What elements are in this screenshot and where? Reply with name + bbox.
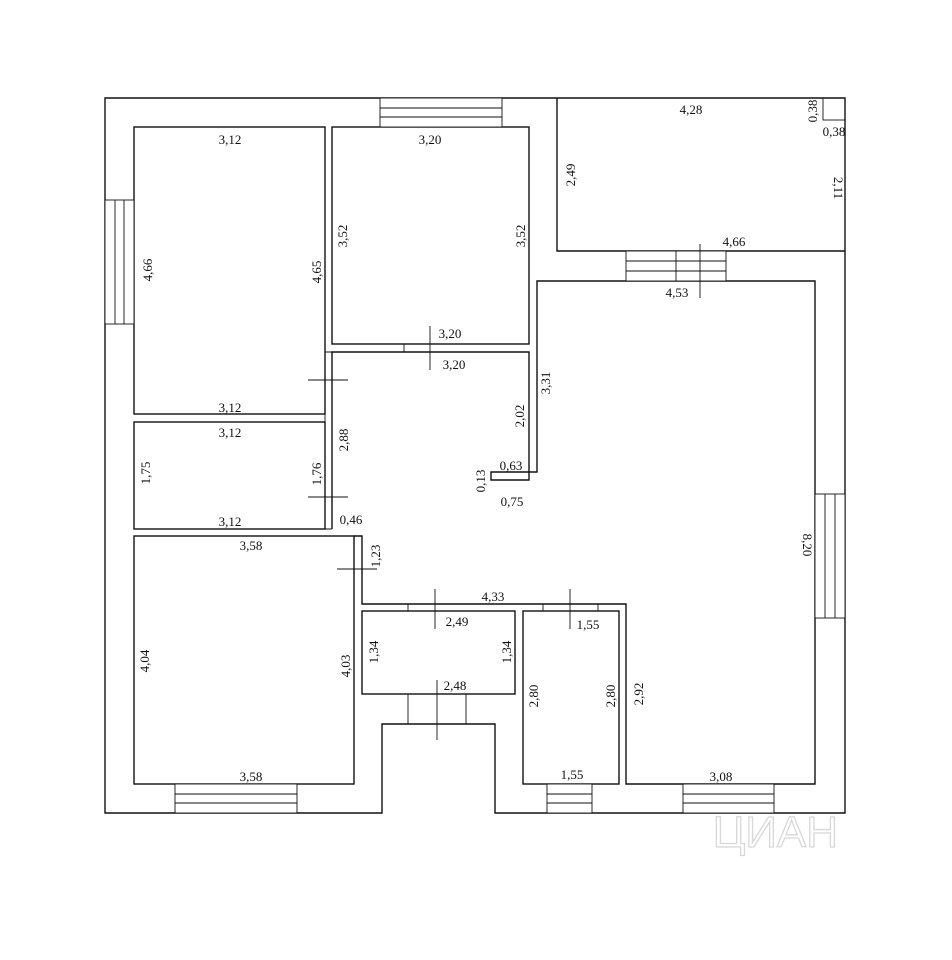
dim-r2-right: 3,52 (513, 225, 528, 248)
dim-r4-bottom: 3,12 (219, 514, 242, 529)
dim-r3-bottom: 4,66 (723, 234, 746, 249)
dim-r3-notch-h: 0,38 (823, 124, 846, 139)
room-bathroom (361, 610, 516, 695)
dim-hall-bottom: 4,33 (482, 589, 505, 604)
dim-hall-right-upper: 2,02 (512, 405, 527, 428)
room-top-right (556, 98, 845, 252)
room-notch (822, 97, 846, 121)
hall-living-wall (331, 280, 816, 785)
dim-r7-right: 2,80 (603, 685, 618, 708)
dim-r1-left: 4,66 (140, 258, 155, 281)
dim-r2-left: 3,52 (335, 225, 350, 248)
window-bottom-left (174, 783, 298, 814)
dim-r3-top: 4,28 (680, 102, 703, 117)
dim-r6-top: 2,49 (446, 614, 469, 629)
dim-r3-notch-v: 0,38 (805, 100, 820, 123)
room-bedroom-2 (331, 126, 530, 345)
dim-r4-top: 3,12 (219, 425, 242, 440)
dim-hall-small: 0,46 (340, 512, 363, 527)
dim-r6-right: 1,34 (499, 640, 514, 663)
room-small-left (133, 421, 326, 530)
window-bottom-mid (546, 783, 593, 814)
dim-r1-top: 3,12 (219, 132, 242, 147)
window-right (814, 493, 846, 619)
room-bedroom-1 (133, 126, 326, 415)
window-mid (625, 250, 727, 282)
dim-hall-top: 3,20 (443, 357, 466, 372)
dim-r4-left: 1,75 (138, 462, 153, 485)
dim-r5-top: 3,58 (240, 538, 263, 553)
door-markers (308, 244, 701, 740)
hall-left-wall (324, 351, 332, 530)
dim-r7-left: 2,80 (526, 685, 541, 708)
dim-r3-right: 2,11 (831, 177, 846, 199)
window-bottom-right (682, 783, 775, 814)
dim-big-left-lower: 2,92 (631, 683, 646, 706)
dim-r5-bottom: 3,58 (240, 769, 263, 784)
dim-big-bottom: 3,08 (710, 769, 733, 784)
dim-hall-notch-bottom: 0,75 (501, 494, 524, 509)
dim-hall-notch-v: 0,13 (473, 470, 488, 493)
dim-r6-bottom: 2,48 (444, 678, 467, 693)
dim-r1-bottom: 3,12 (219, 400, 242, 415)
window-left (104, 199, 135, 325)
outer-wall (104, 97, 846, 814)
dim-r5-left: 4,04 (137, 649, 152, 672)
dim-r7-bottom: 1,55 (561, 767, 584, 782)
dim-hall-mid: 1,23 (368, 545, 383, 568)
dim-big-right: 8,20 (800, 534, 815, 557)
dim-r5-right: 4,03 (338, 655, 353, 678)
dim-hall-left: 2,88 (336, 429, 351, 452)
room-bedroom-3 (133, 535, 355, 785)
dim-r7-top: 1,55 (577, 617, 600, 632)
window-top (379, 97, 503, 128)
dim-r2-top: 3,20 (419, 132, 442, 147)
dim-r4-right: 1,76 (309, 462, 324, 485)
dim-r1-right: 4,65 (309, 261, 324, 284)
dim-big-top: 4,53 (666, 285, 689, 300)
dim-r3-left: 2,49 (563, 164, 578, 187)
dim-r2-bottom: 3,20 (439, 326, 462, 341)
dim-r6-left: 1,34 (366, 640, 381, 663)
watermark: ЦИАН (713, 808, 838, 857)
dim-big-left-upper: 3,31 (538, 372, 553, 395)
dim-hall-notch-h: 0,63 (500, 458, 523, 473)
